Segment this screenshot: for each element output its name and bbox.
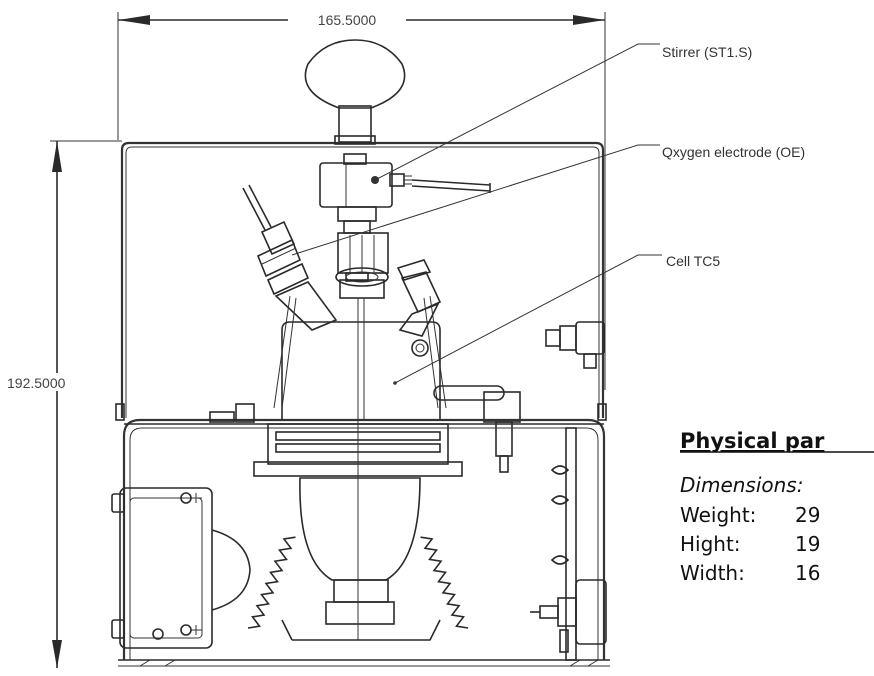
callout-leaders [291,43,662,384]
param-width-label: Width: [680,561,745,585]
center-port [335,267,389,299]
electrode-holder [337,206,389,282]
width-dimension: 165.5000 [117,10,606,390]
param-weight-value: 29 [795,503,820,527]
param-weight-label: Weight: [680,503,756,527]
cell-tc5 [273,295,521,473]
stirrer-knob [304,39,406,145]
width-dimension-label: 165.5000 [318,12,377,28]
flask-bulb [247,300,469,641]
right-side-module [530,427,607,661]
physical-params-title: Physical par [680,429,825,453]
param-height-label: Hight: [680,532,741,556]
param-height-value: 19 [795,532,820,556]
left-side-module [111,487,251,649]
upper-cover [115,141,607,421]
physical-params: Physical par Dimensions: Weight: 29 High… [680,429,874,585]
param-width-value: 16 [795,561,820,585]
left-port [242,184,338,331]
physical-params-subtitle: Dimensions: [680,473,803,497]
side-connector [545,321,605,369]
base-housing [118,403,610,667]
height-dimension-label: 192.5000 [7,375,66,391]
height-dimension: 192.5000 [4,140,122,668]
callout-electrode-label: Qxygen electrode (OE) [662,144,805,160]
stirrer-motor [319,153,491,208]
callout-cell-label: Cell TC5 [666,253,720,269]
callout-stirrer-label: Stirrer (ST1.S) [662,44,752,60]
right-port [396,259,442,337]
